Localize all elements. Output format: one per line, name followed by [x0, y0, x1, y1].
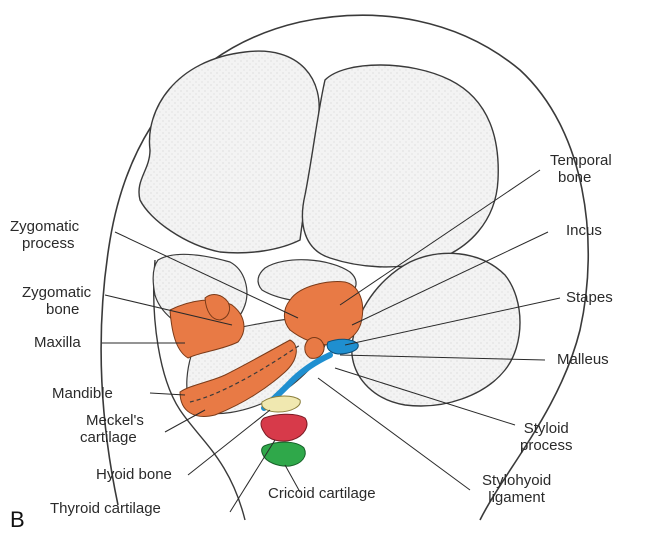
label-styloid-process: Styloid process [520, 420, 573, 454]
thyroid-piece [261, 414, 307, 441]
frontal-bone [139, 51, 319, 253]
label-zygproc-line2: process [10, 235, 79, 252]
label-meckel-line2: cartilage [80, 429, 144, 446]
label-thyroid-cartilage: Thyroid cartilage [50, 500, 161, 517]
label-zygomatic-bone: Zygomatic bone [22, 284, 91, 318]
label-temporal-line1: Temporal [550, 152, 612, 169]
label-temporal-line2: bone [550, 169, 612, 186]
label-stylohyoid-line1: Stylohyoid [482, 472, 551, 489]
label-mandible: Mandible [52, 385, 113, 402]
label-zygproc-line1: Zygomatic [10, 218, 79, 235]
parietal-bone [302, 65, 498, 267]
label-cricoid-cartilage: Cricoid cartilage [268, 485, 376, 502]
label-maxilla: Maxilla [34, 334, 81, 351]
label-incus: Incus [566, 222, 602, 239]
label-zygbone-line2: bone [22, 301, 91, 318]
label-styloid-line2: process [520, 437, 573, 454]
label-hyoid-bone: Hyoid bone [96, 466, 172, 483]
label-malleus: Malleus [557, 351, 609, 368]
label-stylohyoid-ligament: Stylohyoid ligament [482, 472, 551, 506]
label-stylohyoid-line2: ligament [482, 489, 551, 506]
label-zygomatic-process: Zygomatic process [10, 218, 79, 252]
label-temporal-bone: Temporal bone [550, 152, 612, 186]
incus-piece [305, 338, 324, 359]
label-meckels-cartilage: Meckel's cartilage [80, 412, 144, 446]
occipital-bone [352, 253, 520, 406]
label-styloid-line1: Styloid [520, 420, 573, 437]
cricoid-piece [262, 442, 306, 466]
label-zygbone-line1: Zygomatic [22, 284, 91, 301]
label-meckel-line1: Meckel's [80, 412, 144, 429]
panel-letter: B [10, 507, 25, 533]
label-stapes: Stapes [566, 289, 613, 306]
